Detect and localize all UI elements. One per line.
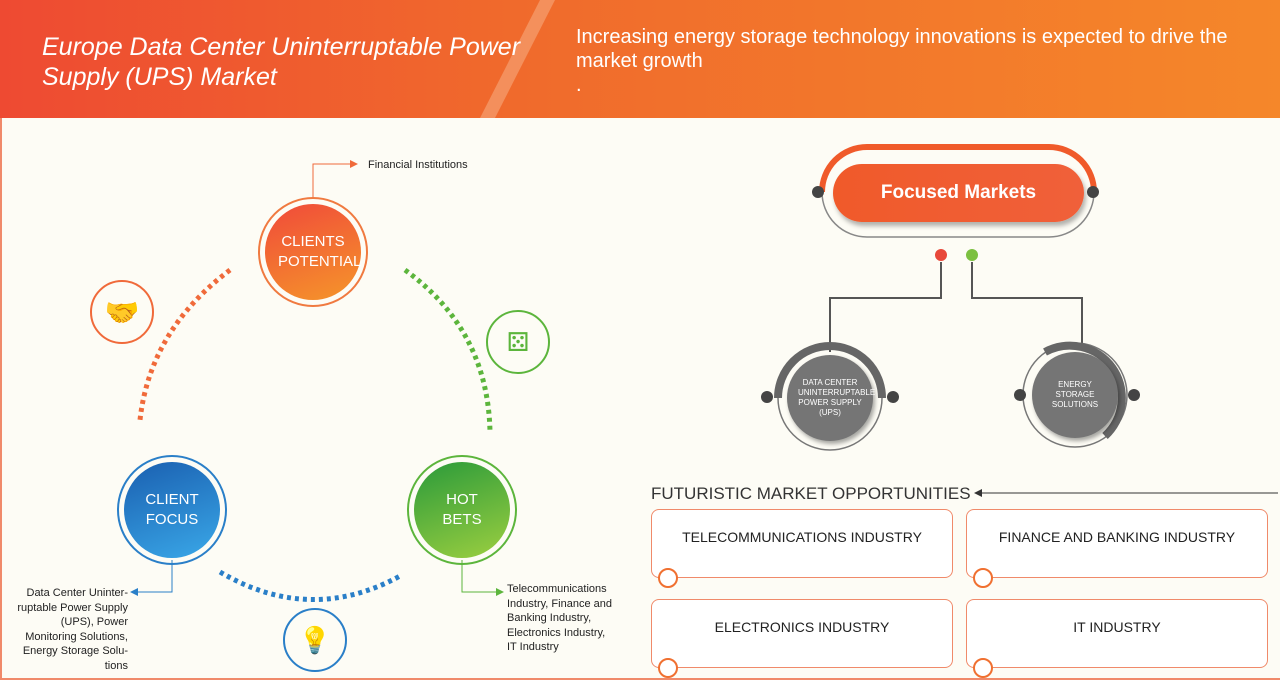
hot-bets-label: HOT BETS bbox=[442, 491, 482, 528]
opportunity-telecom: TELECOMMUNICATIONS INDUSTRY bbox=[651, 509, 953, 578]
bullet-circle bbox=[658, 568, 678, 588]
focused-market-label: ENERGY STORAGE SOLUTIONS bbox=[1051, 380, 1099, 409]
clients-potential-label: CLIENTS POTENTIAL bbox=[278, 233, 362, 270]
header-divider bbox=[480, 0, 555, 118]
page-subtitle: Increasing energy storage technology inn… bbox=[576, 26, 1228, 96]
market-dot bbox=[761, 391, 773, 403]
clients-potential-detail: Financial Institutions bbox=[368, 159, 468, 171]
focused-markets-title: Focused Markets bbox=[833, 164, 1084, 222]
hot-bets-node[interactable]: HOT BETS bbox=[414, 462, 510, 558]
hot-bets-ring bbox=[407, 455, 517, 565]
green-dot bbox=[966, 249, 978, 261]
pill-left-dot bbox=[812, 186, 824, 198]
hot-bets-detail: Telecommunications Industry, Finance and… bbox=[507, 583, 612, 653]
opportunity-finance: FINANCE AND BANKING INDUSTRY bbox=[966, 509, 1268, 578]
page-title: Europe Data Center Uninterruptable Power… bbox=[42, 33, 521, 91]
opportunities-title: FUTURISTIC MARKET OPPORTUNITIES bbox=[651, 484, 971, 503]
handshake-icon: 🤝 bbox=[90, 280, 154, 344]
market-dot bbox=[1014, 389, 1026, 401]
clients-potential-ring bbox=[258, 197, 368, 307]
bullet-circle bbox=[973, 658, 993, 678]
dice-hand-icon: ⚄ bbox=[486, 310, 550, 374]
market-dot bbox=[887, 391, 899, 403]
client-focus-ring bbox=[117, 455, 227, 565]
focused-market-ups: DATA CENTER UNINTERRUPTABLE POWER SUPPLY… bbox=[787, 355, 876, 441]
client-focus-detail: Data Center Uninter-ruptable Power Suppl… bbox=[17, 587, 128, 672]
focused-market-label: DATA CENTER UNINTERRUPTABLE POWER SUPPLY… bbox=[798, 378, 876, 417]
bullet-circle bbox=[973, 568, 993, 588]
content-frame bbox=[0, 118, 1280, 680]
pill-right-dot bbox=[1087, 186, 1099, 198]
clients-potential-node[interactable]: CLIENTS POTENTIAL bbox=[265, 204, 361, 300]
red-dot bbox=[935, 249, 947, 261]
market-dot bbox=[1128, 389, 1140, 401]
header-banner: Europe Data Center Uninterruptable Power… bbox=[0, 0, 1280, 118]
opportunity-it: IT INDUSTRY bbox=[966, 599, 1268, 668]
bullet-circle bbox=[658, 658, 678, 678]
lightbulb-icon: 💡 bbox=[283, 608, 347, 672]
client-focus-node[interactable]: CLIENT FOCUS bbox=[124, 462, 220, 558]
client-focus-label: CLIENT FOCUS bbox=[145, 491, 199, 528]
opportunity-electronics: ELECTRONICS INDUSTRY bbox=[651, 599, 953, 668]
focused-market-energy-storage: ENERGY STORAGE SOLUTIONS bbox=[1032, 352, 1118, 438]
